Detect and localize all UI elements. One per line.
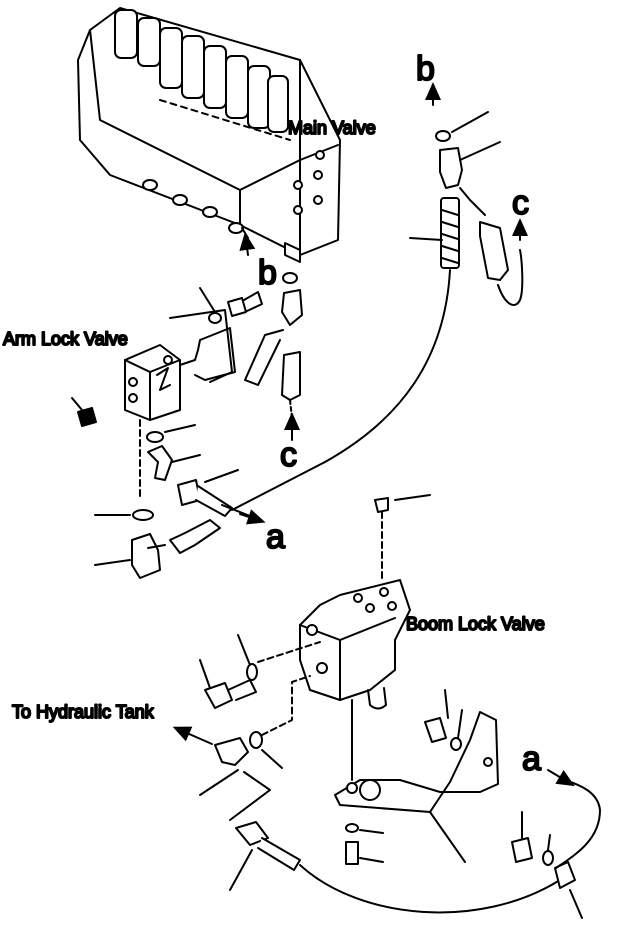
letter-c-mid: c [280,436,297,474]
letter-b-mid: b [258,254,277,292]
clamp-bolt-right [511,769,601,919]
check-valve-lower-left [94,533,166,579]
main-valve [77,7,341,263]
letter-a-left: a [266,518,285,556]
elbow-boom-left [199,634,321,709]
letter-c-right: c [512,184,529,222]
hose-right-long [324,187,486,463]
arm-lock-valve-label: Arm Lock Valve [3,329,128,349]
arm-lock-valve [124,309,236,421]
hose-to-a [169,461,326,554]
tank-hose [229,771,561,914]
to-hydraulic-tank-label: To Hydraulic Tank [12,702,155,722]
letter-a-right: a [522,740,541,778]
bolt-washer-bracket [424,689,463,751]
arm-lower-fittings [94,419,201,521]
boom-lock-valve [299,579,411,710]
letter-b-top: b [416,50,435,88]
hose-right-c [479,218,528,306]
washer-bolt-under-bracket [345,823,384,865]
bracket-boom [334,699,499,863]
tank-fitting [172,675,311,796]
plug-top-boom [374,494,431,581]
plug-left [71,397,97,427]
main-valve-label: Main Valve [288,118,376,138]
elbow-adapter-top-right [439,141,501,189]
center-fittings [239,227,303,441]
boom-lock-valve-label: Boom Lock Valve [406,614,545,634]
bolt-washer-arm [199,287,263,324]
oring-top-right [435,111,489,142]
